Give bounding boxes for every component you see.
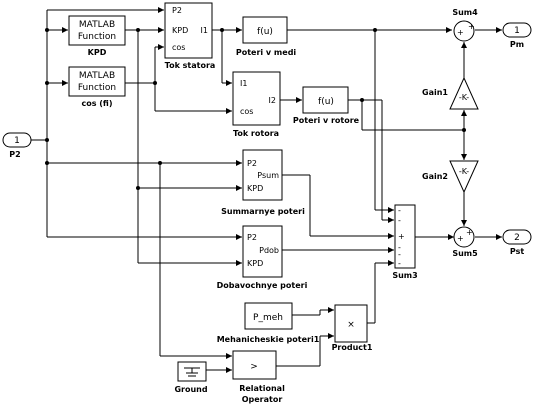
relop-symbol: > (250, 362, 258, 372)
tok-rotora-in-i1: I1 (240, 79, 247, 88)
product-block[interactable]: × Product1 (332, 304, 373, 352)
tok-rotora-block[interactable]: I1 cos I2 Tok rotora (232, 71, 281, 138)
cos-fn-label: cos (fi) (81, 99, 112, 108)
sum3-sign-1: - (398, 206, 401, 215)
ground-label: Ground (174, 385, 207, 394)
poteri-v-rotore-fcn-block[interactable]: f(u) Poteri v rotore (293, 86, 360, 125)
tok-statora-in-kpd: KPD (172, 26, 188, 35)
relational-operator-block[interactable]: > Relational Operator (232, 350, 285, 404)
sum5-label: Sum5 (452, 249, 478, 258)
poteri-medi-label: Poteri v medi (236, 48, 297, 57)
p-meh-constant-block[interactable]: P_meh Mehanicheskie poteri1 (217, 302, 320, 344)
gain1-label: Gain1 (422, 88, 448, 97)
cos-matlab-function-block[interactable]: MATLAB Function cos (fi) (68, 66, 126, 108)
tok-rotora-in-cos: cos (240, 107, 253, 116)
summ-poteri-in-p2: P2 (247, 159, 257, 168)
gain2-label: Gain2 (422, 172, 448, 181)
product-symbol: × (347, 320, 355, 330)
sum4-block[interactable]: + + Sum4 (452, 8, 478, 42)
gain1-block[interactable]: -K- Gain1 (422, 76, 479, 110)
relop-label-2: Operator (242, 395, 283, 404)
kpd-fn-line1: MATLAB (79, 20, 115, 30)
sum3-sign-4: - (398, 243, 401, 252)
poteri-medi-fcn-text: f(u) (257, 27, 273, 37)
tok-statora-in-cos: cos (172, 43, 185, 52)
tok-statora-block[interactable]: P2 KPD cos I1 Tok statora (164, 2, 216, 70)
tok-rotora-label: Tok rotora (233, 129, 279, 138)
tok-statora-in-p2: P2 (172, 6, 182, 15)
poteri-v-medi-fcn-block[interactable]: f(u) Poteri v medi (236, 16, 297, 57)
summ-poteri-label: Summarnye poteri (221, 207, 305, 216)
dobav-poteri-label: Dobavochnye poteri (217, 281, 308, 290)
gain2-value: -K- (459, 167, 469, 176)
tok-rotora-out-i2: I2 (269, 96, 276, 105)
sum4-label: Sum4 (452, 8, 478, 17)
sum3-sign-2: - (398, 216, 401, 225)
poteri-rotore-fcn-text: f(u) (318, 97, 334, 107)
dobav-poteri-in-p2: P2 (247, 233, 257, 242)
outport-pm-number: 1 (514, 26, 520, 36)
cos-fn-line1: MATLAB (79, 71, 115, 81)
gain2-block[interactable]: -K- Gain2 (422, 160, 479, 194)
sum3-sign-5: - (398, 250, 401, 259)
sum5-block[interactable]: + + Sum5 (452, 226, 478, 258)
inport-p2[interactable]: 1 P2 (2, 132, 32, 159)
sum4-sign-top: + (468, 22, 475, 31)
kpd-matlab-function-block[interactable]: MATLAB Function KPD (68, 15, 126, 57)
gain1-value: -K- (459, 93, 469, 102)
outport-pm[interactable]: 1 Pm (502, 22, 532, 49)
sum5-sign-left: + (457, 234, 464, 243)
product-label: Product1 (332, 343, 373, 352)
kpd-fn-line2: Function (78, 32, 116, 42)
outport-pst-label: Pst (510, 247, 524, 256)
cos-fn-line2: Function (78, 83, 116, 93)
poteri-rotore-label: Poteri v rotore (293, 116, 360, 125)
sum5-sign-top: + (466, 228, 473, 237)
summarnye-poteri-block[interactable]: P2 KPD Psum Summarnye poteri (221, 149, 305, 216)
kpd-fn-label: KPD (88, 48, 107, 57)
sum3-block[interactable]: - - + - - - Sum3 (392, 204, 418, 280)
tok-statora-out-i1: I1 (201, 26, 208, 35)
dobav-poteri-in-kpd: KPD (247, 259, 263, 268)
dobav-poteri-out-pdob: Pdob (259, 246, 279, 255)
dobavochnye-poteri-block[interactable]: P2 KPD Pdob Dobavochnye poteri (217, 225, 308, 290)
p-meh-label: Mehanicheskie poteri1 (217, 335, 320, 344)
summ-poteri-out-psum: Psum (257, 171, 279, 180)
ground-block[interactable]: Ground (174, 361, 208, 394)
sum3-sign-6: - (398, 259, 401, 268)
outport-pst-number: 2 (514, 233, 520, 243)
p-meh-text: P_meh (253, 313, 283, 323)
sum3-sign-3: + (398, 232, 405, 241)
sum3-label: Sum3 (392, 271, 417, 280)
summ-poteri-in-kpd: KPD (247, 184, 263, 193)
tok-statora-label: Tok statora (165, 61, 216, 70)
outport-pst[interactable]: 2 Pst (502, 229, 532, 256)
inport-p2-label: P2 (9, 150, 20, 159)
outport-pm-label: Pm (510, 40, 524, 49)
sum4-sign-left: + (457, 28, 464, 37)
signal-lines (31, 7, 502, 373)
inport-p2-number: 1 (14, 136, 20, 146)
relop-label: Relational (239, 384, 285, 393)
